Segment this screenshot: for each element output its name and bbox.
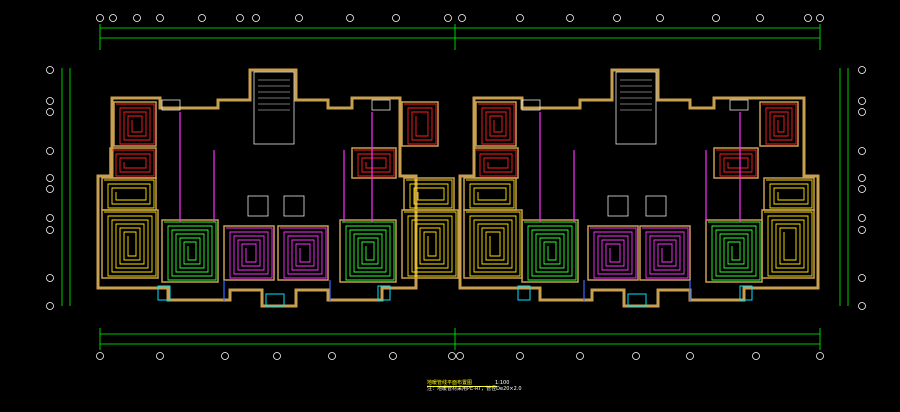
left-dimension-chain xyxy=(61,68,71,306)
top-dimension-chain xyxy=(99,24,821,50)
heating-coil xyxy=(104,179,155,209)
drawing-caption: 地暖管线平面布置图 注：地暖管材采用PE-RT，管径De20×2.0 1:100 xyxy=(427,380,522,392)
heating-coil xyxy=(716,149,757,177)
room-outline xyxy=(475,101,517,147)
room-outline xyxy=(351,147,397,179)
heating-coil xyxy=(642,227,689,279)
building-left xyxy=(96,68,418,308)
room-outline xyxy=(713,147,759,179)
room-outline xyxy=(339,219,397,283)
heating-pipe-coils xyxy=(101,101,815,302)
caption-underline xyxy=(427,386,497,387)
heating-coil xyxy=(404,103,437,145)
heating-coil xyxy=(590,227,637,279)
heating-coil xyxy=(226,227,273,279)
room-outline xyxy=(113,101,157,147)
heating-coil xyxy=(524,221,577,281)
heating-coil xyxy=(406,179,453,209)
room-outline xyxy=(639,225,691,281)
heating-coil xyxy=(342,221,395,281)
balcony-markers xyxy=(157,285,753,307)
room-outline xyxy=(277,225,329,281)
heating-coil xyxy=(354,149,395,177)
room-outline xyxy=(587,225,639,281)
room-outline xyxy=(759,101,799,147)
room-outline xyxy=(763,177,815,211)
heating-coil xyxy=(404,211,457,277)
drawing-scale: 1:100 xyxy=(495,380,510,386)
heating-coil xyxy=(466,179,515,209)
right-dimension-chain xyxy=(839,68,849,306)
heating-coil xyxy=(766,179,813,209)
top-grid-bubbles xyxy=(96,14,824,22)
heating-coil xyxy=(280,227,327,279)
bottom-dimension-chain xyxy=(99,328,821,350)
room-outline xyxy=(109,147,157,179)
heating-coil xyxy=(764,211,813,277)
right-grid-bubbles xyxy=(858,66,866,310)
room-outline xyxy=(705,219,763,283)
heating-coil xyxy=(708,221,761,281)
heating-coil xyxy=(476,149,517,177)
room-outline xyxy=(403,177,455,211)
pipe-manifolds xyxy=(161,99,749,217)
bottom-grid-bubbles xyxy=(96,352,824,360)
heating-coil xyxy=(762,103,797,145)
drawing-note: 注：地暖管材采用PE-RT，管径De20×2.0 xyxy=(427,386,522,392)
heating-coil xyxy=(104,211,157,277)
drawing-title: 地暖管线平面布置图 xyxy=(427,380,473,386)
room-outline xyxy=(401,101,439,147)
heating-coil xyxy=(164,221,217,281)
heating-coil xyxy=(478,103,515,145)
heating-coil xyxy=(112,149,155,177)
heating-coil xyxy=(466,211,521,277)
room-outline xyxy=(473,147,519,179)
room-outline xyxy=(521,219,579,283)
heating-coil xyxy=(116,103,155,145)
building-right xyxy=(458,68,820,308)
room-outline xyxy=(223,225,275,281)
room-outline xyxy=(161,219,219,283)
left-grid-bubbles xyxy=(46,66,54,310)
